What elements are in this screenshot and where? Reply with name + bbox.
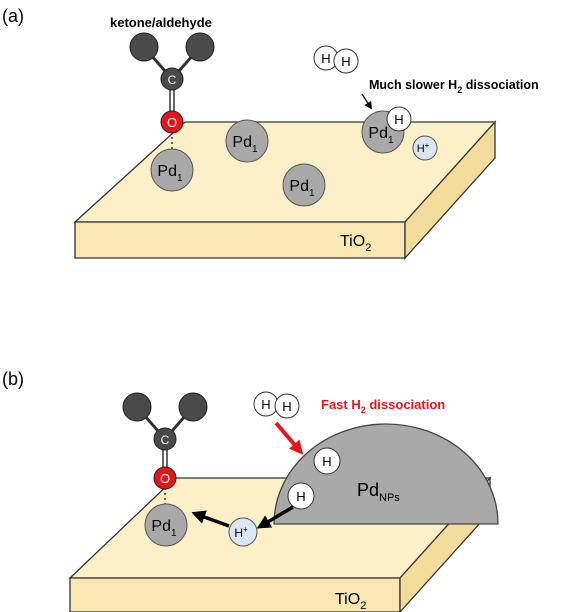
h-atom-on-pd-a: H: [386, 106, 412, 132]
svg-text:H+: H+: [234, 525, 248, 540]
support-label-b: TiO2: [335, 591, 366, 612]
slab-side-face: [404, 120, 496, 260]
spillover-arrow-2: [191, 510, 230, 528]
svg-text:H: H: [341, 54, 350, 69]
pd-site-a-2: Pd1: [225, 119, 269, 163]
fast-dissociation-note: Fast H2 dissociation: [321, 397, 445, 415]
oxygen-atom-b: [153, 466, 177, 490]
panel-b-label: (b): [2, 369, 24, 389]
svg-text:H: H: [321, 51, 330, 66]
svg-text:H: H: [296, 489, 305, 504]
carbon-atom-right-a: [185, 32, 215, 62]
svg-text:Pd1: Pd1: [232, 134, 258, 155]
carbon-atom-left-b: [122, 392, 152, 422]
fast-dissociation-arrow: [274, 421, 304, 455]
svg-text:H: H: [394, 112, 403, 127]
h-plus-b: H+: [228, 517, 258, 547]
h-atom-on-np-1: H: [313, 447, 341, 475]
h-atom-on-np-2: H: [287, 482, 315, 510]
pd-site-a-3: Pd1: [282, 163, 326, 207]
pd-nanoparticle: PdNPs: [273, 423, 499, 525]
h2-molecule-b: H H: [253, 391, 300, 419]
svg-text:H: H: [282, 399, 291, 414]
ketone-molecule-b: C O: [122, 392, 208, 507]
carbonyl-carbon-a: [160, 67, 184, 91]
slab-front-face-b: [69, 577, 401, 612]
oxygen-label-a: O: [167, 115, 177, 130]
svg-text:Pd1: Pd1: [157, 163, 183, 184]
panel-a-label: (a): [2, 6, 24, 26]
carbon-label-b: C: [161, 433, 170, 447]
support-label-a: TiO2: [340, 233, 371, 254]
pd-site-bound-a: Pd1: [150, 148, 194, 192]
h-plus-a: H+: [412, 135, 438, 161]
slow-dissociation-arrow: [361, 93, 373, 110]
svg-text:H: H: [261, 397, 270, 412]
svg-text:Pd1: Pd1: [289, 178, 315, 199]
svg-text:Pd1: Pd1: [151, 518, 177, 539]
carbon-label-a: C: [168, 73, 177, 87]
pd-site-a-4: Pd1: [361, 110, 405, 154]
oxygen-label-b: O: [160, 471, 170, 486]
carbon-atom-right-b: [178, 392, 208, 422]
pd-nps-label: PdNPs: [357, 480, 400, 504]
svg-text:H+: H+: [417, 141, 430, 155]
oxygen-atom-a: [160, 110, 184, 134]
h2-molecule-a: H H: [313, 45, 359, 74]
panel-b: (b) TiO2 PdNPs H H H: [2, 369, 499, 612]
pd-site-b: Pd1: [144, 503, 188, 547]
svg-text:H: H: [322, 454, 331, 469]
carbonyl-carbon-b: [153, 427, 177, 451]
panel-a: (a) TiO2 ketone/aldehyde C O: [2, 6, 539, 260]
carbon-atom-left-a: [129, 32, 159, 62]
slow-dissociation-note: Much slower H2 dissociation: [369, 78, 539, 95]
spillover-arrow-1: [256, 505, 294, 529]
svg-text:Pd1: Pd1: [368, 125, 394, 146]
molecule-label: ketone/aldehyde: [110, 15, 212, 30]
